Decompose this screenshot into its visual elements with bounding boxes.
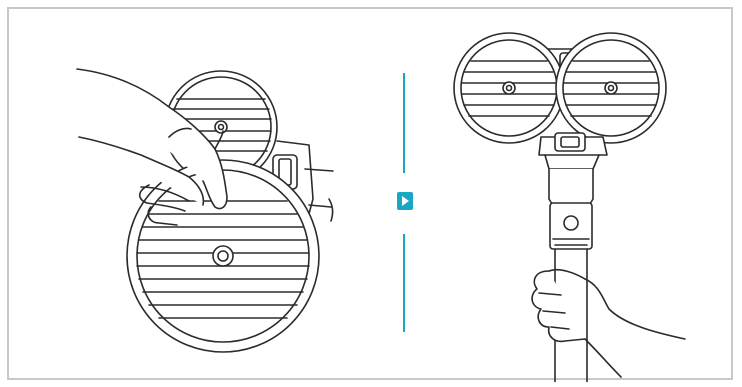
dual-disc-device-on-handle-icon (389, 9, 735, 382)
illustration-frame (7, 7, 733, 380)
step-left-illustration (9, 9, 389, 378)
step-right-illustration (389, 9, 735, 378)
hand-detaching-front-disc-icon (9, 9, 389, 382)
